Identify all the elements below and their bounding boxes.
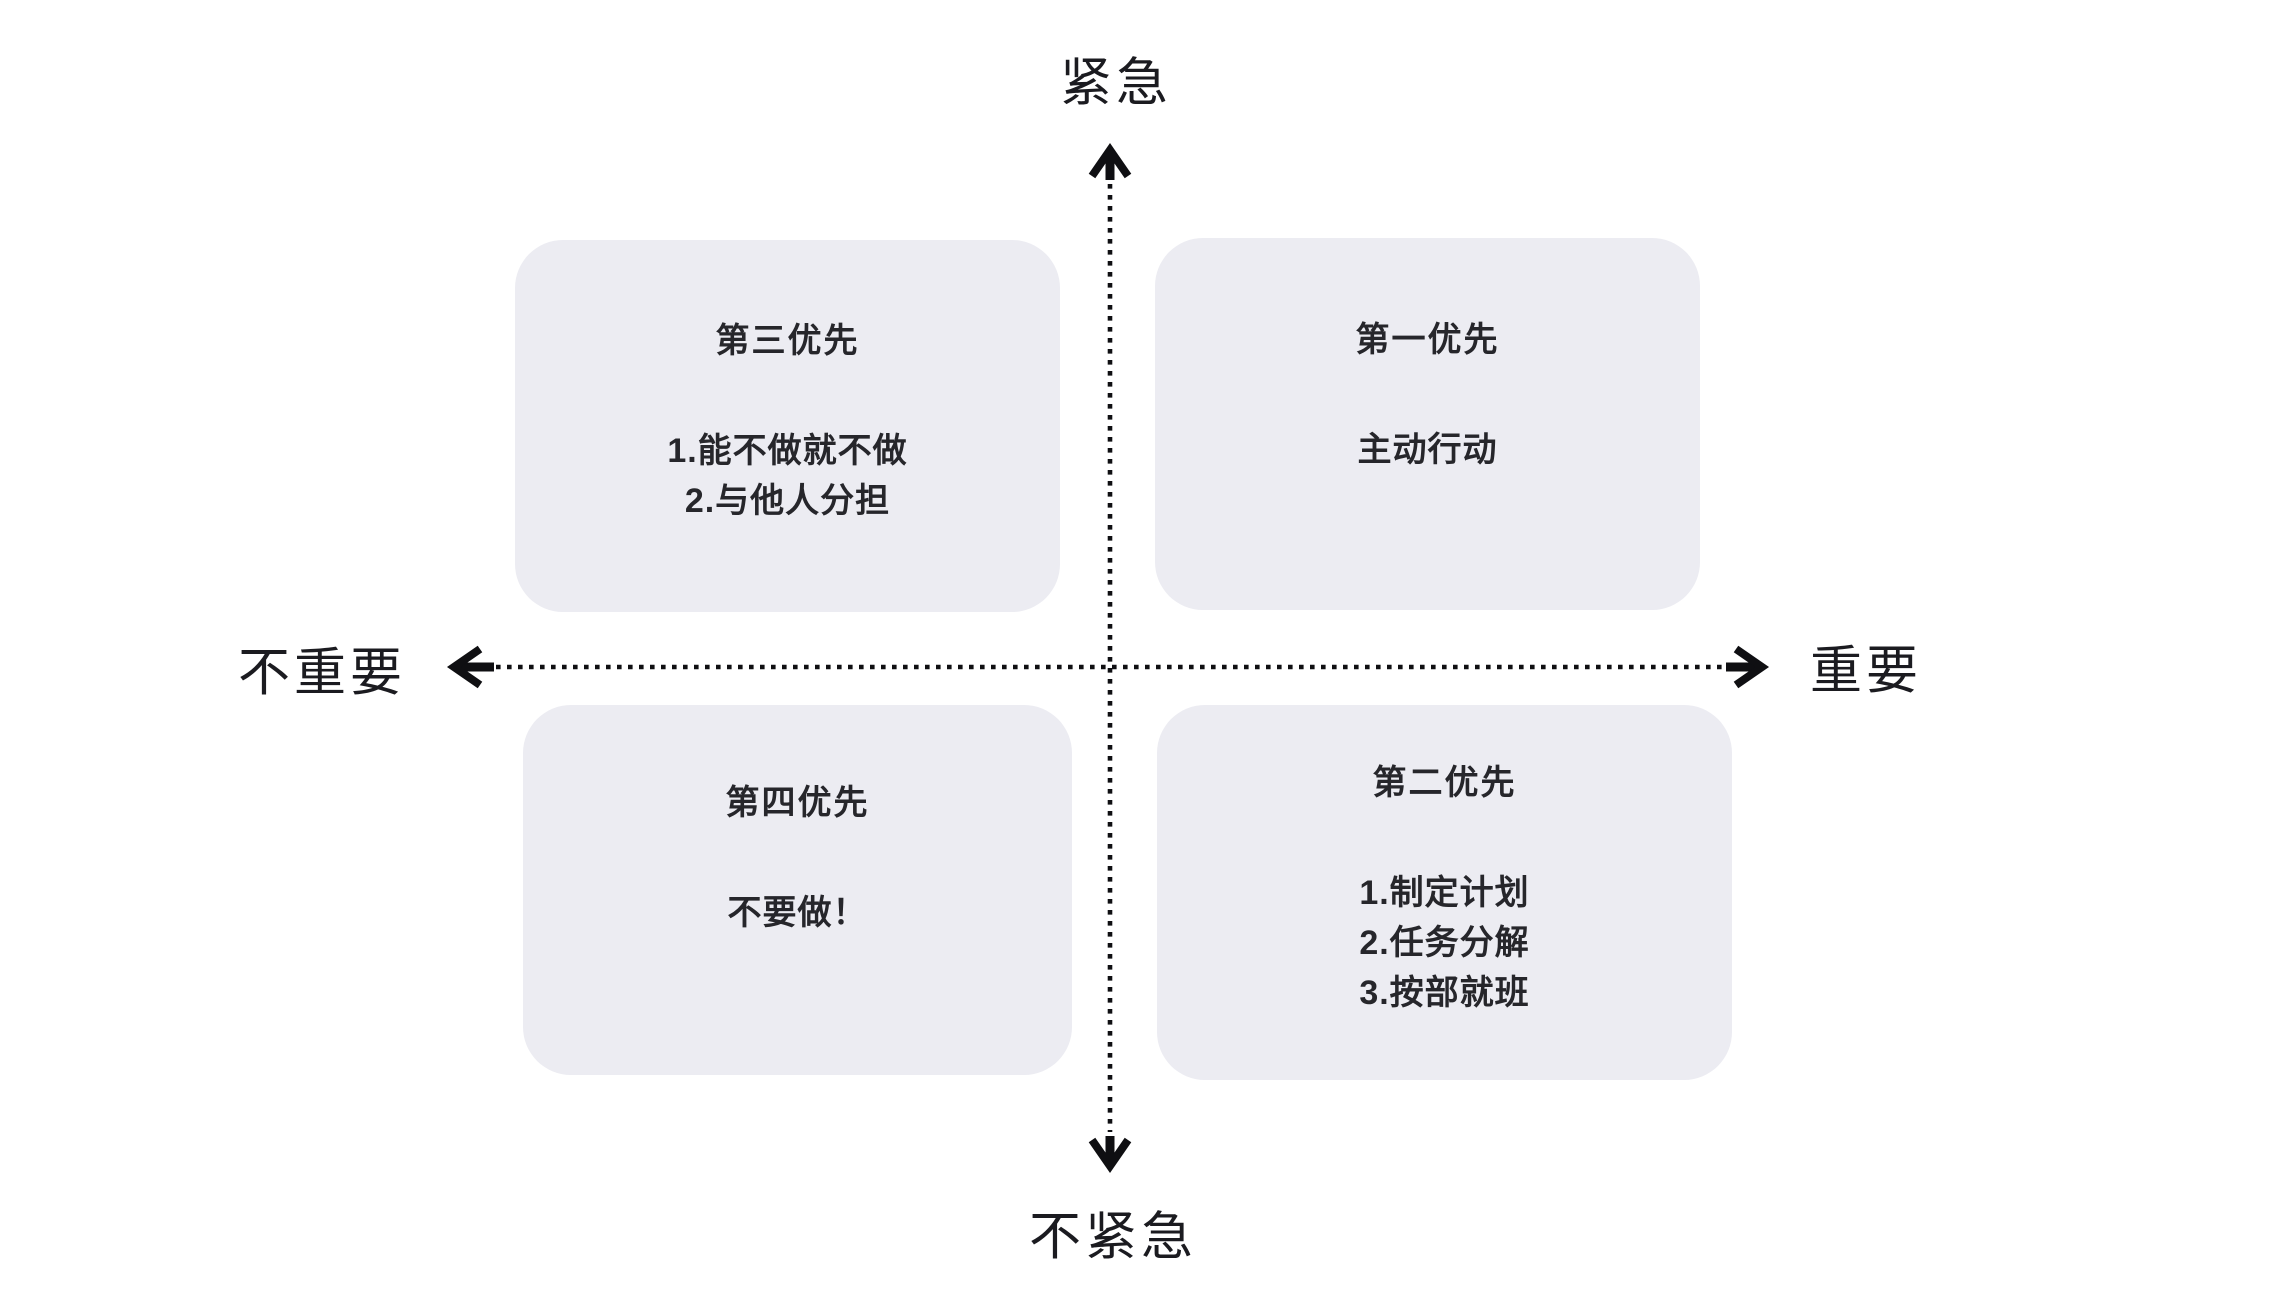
quadrant-items: 1.能不做就不做 2.与他人分担: [667, 426, 907, 526]
axis-label-not-urgent: 不紧急: [1028, 1208, 1198, 1267]
quadrant-first-priority: 第一优先 主动行动: [1155, 238, 1700, 610]
quadrant-item: 主动行动: [1357, 431, 1498, 469]
quadrant-item: 3.按部就班: [1359, 974, 1530, 1012]
quadrant-items: 不要做！: [728, 888, 868, 938]
quadrant-third-priority: 第三优先 1.能不做就不做 2.与他人分担: [515, 240, 1060, 612]
quadrant-title: 第四优先: [725, 784, 870, 822]
quadrant-title: 第一优先: [1355, 321, 1500, 359]
quadrant-item: 不要做！: [727, 894, 868, 932]
quadrant-item: 1.能不做就不做: [667, 432, 908, 470]
quadrant-second-priority: 第二优先 1.制定计划 2.任务分解 3.按部就班: [1157, 705, 1732, 1080]
axis-label-urgent: 紧急: [1059, 54, 1173, 113]
down-arrow-icon: [1088, 1136, 1132, 1174]
quadrant-title: 第二优先: [1372, 764, 1517, 802]
quadrant-items: 1.制定计划 2.任务分解 3.按部就班: [1359, 868, 1529, 1018]
quadrant-item: 2.任务分解: [1359, 924, 1530, 962]
axis-label-not-important: 不重要: [237, 644, 407, 703]
up-arrow-icon: [1088, 142, 1132, 180]
left-arrow-icon: [446, 645, 494, 689]
axis-label-important: 重要: [1809, 642, 1923, 701]
quadrant-fourth-priority: 第四优先 不要做！: [523, 705, 1072, 1075]
quadrant-items: 主动行动: [1358, 425, 1498, 475]
right-arrow-icon: [1726, 645, 1770, 689]
quadrant-title: 第三优先: [715, 322, 860, 360]
quadrant-item: 2.与他人分担: [684, 482, 891, 520]
quadrant-item: 1.制定计划: [1359, 874, 1530, 912]
